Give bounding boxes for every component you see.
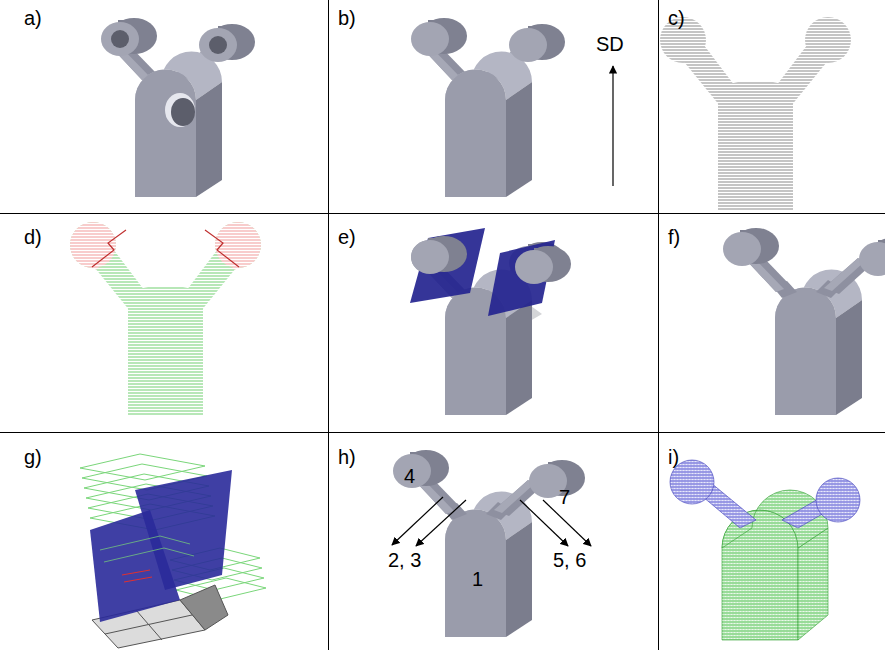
panel-label: i) [668, 446, 679, 468]
panel-label: c) [668, 7, 685, 29]
callout-number: 7 [559, 486, 570, 508]
callout-number: 4 [404, 465, 415, 487]
panel-label: a) [24, 7, 42, 29]
panel-label: h) [338, 446, 356, 468]
direction-label: SD [596, 33, 624, 55]
panel-label: d) [24, 226, 42, 248]
panel-label: e) [338, 226, 356, 248]
panel-label: f) [668, 226, 680, 248]
callout-number: 1 [472, 568, 483, 590]
callout-number: 2, 3 [388, 549, 421, 571]
panel-label: g) [24, 446, 42, 468]
panel-label: b) [338, 7, 356, 29]
callout-number: 5, 6 [553, 549, 586, 571]
